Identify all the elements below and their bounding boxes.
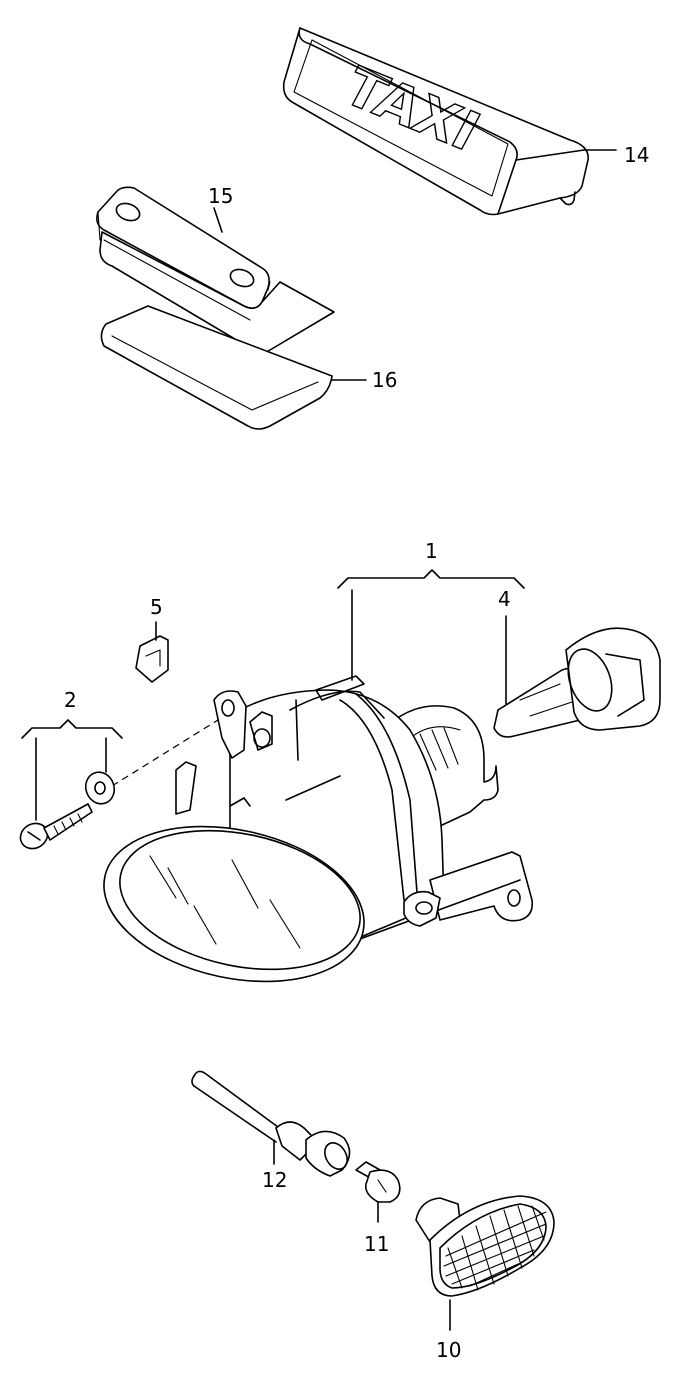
fog-light-bulb bbox=[493, 615, 661, 738]
callout-14: 14 bbox=[624, 143, 650, 167]
callout-1: 1 bbox=[425, 539, 438, 563]
bracket-2 bbox=[21, 719, 123, 739]
taxi-roof-sign: TAXI bbox=[282, 27, 589, 216]
fog-lamp-housing bbox=[103, 675, 534, 983]
callout-5: 5 bbox=[150, 595, 163, 619]
mount-axis-line bbox=[111, 719, 219, 787]
spring-clip bbox=[135, 621, 169, 683]
mounting-screw bbox=[19, 803, 93, 850]
gasket bbox=[100, 305, 333, 430]
callout-16: 16 bbox=[372, 368, 398, 392]
side-marker-lamp bbox=[415, 1195, 555, 1331]
bulb-holder-wire bbox=[191, 1070, 351, 1177]
callout-10: 10 bbox=[436, 1338, 462, 1362]
washer bbox=[84, 771, 116, 805]
wedge-bulb bbox=[355, 1161, 401, 1223]
callout-2: 2 bbox=[64, 688, 77, 712]
roof-plate bbox=[96, 186, 335, 354]
callout-15: 15 bbox=[208, 184, 234, 208]
leader-15 bbox=[213, 207, 223, 233]
callout-12: 12 bbox=[262, 1168, 288, 1192]
callout-4: 4 bbox=[498, 587, 511, 611]
bracket-1 bbox=[337, 569, 525, 589]
callout-11: 11 bbox=[364, 1232, 390, 1256]
